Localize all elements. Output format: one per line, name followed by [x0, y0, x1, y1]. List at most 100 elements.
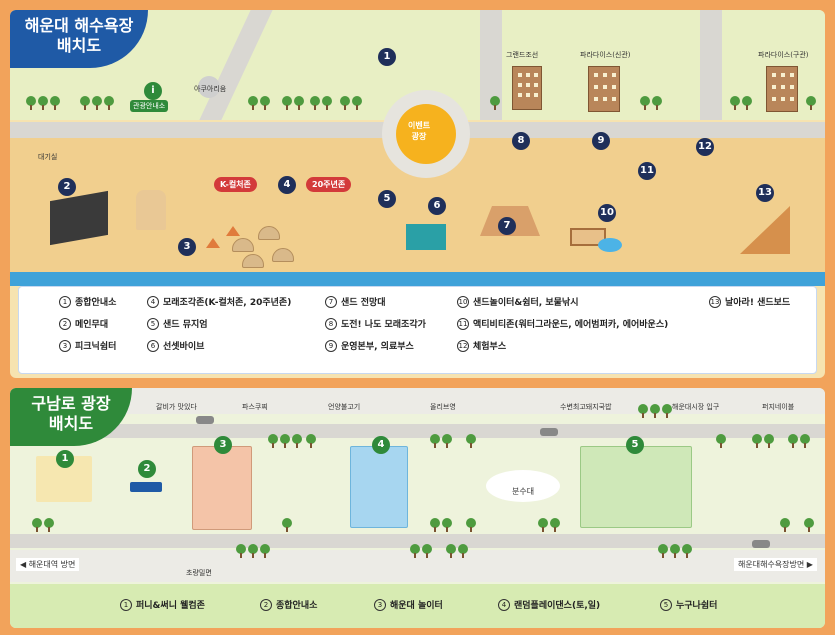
beach-map-panel: 해운대 해수욕장 배치도 이벤트 광장 i 관광안내소 아쿠아리움 그랜드조선 …	[10, 10, 825, 378]
store-label: 올리브영	[430, 403, 456, 411]
sea	[10, 272, 825, 286]
tree-icon	[38, 96, 48, 110]
tree-icon	[806, 96, 816, 110]
tree-icon	[80, 96, 90, 110]
tree-icon	[92, 96, 102, 110]
legend-number: 11	[457, 317, 469, 330]
fountain	[486, 470, 560, 502]
marker-2: 2	[58, 178, 76, 196]
legend-number: 5	[660, 598, 672, 611]
tree-icon	[294, 96, 304, 110]
tent-icon	[206, 238, 220, 248]
legend-number: 10	[457, 295, 469, 308]
legend-text: 종합안내소	[276, 601, 318, 611]
store-label: 언양불고기	[328, 403, 361, 411]
marker-11: 11	[638, 162, 656, 180]
tree-icon	[280, 434, 290, 448]
marker-13: 13	[756, 184, 774, 202]
tree-icon	[650, 404, 660, 418]
gunamro-map-panel: 구남로 광장 배치도 갈비가 맛있다 파스쿠찌 언양불고기 올리브영 수변최고돼…	[10, 388, 825, 628]
tree-icon	[236, 544, 246, 558]
random-dance-zone	[350, 446, 408, 528]
grand-joseon-building	[512, 66, 542, 110]
legend-number: 1	[59, 295, 71, 308]
event-plaza	[396, 104, 456, 164]
gunamro-map-title-line1: 구남로 광장	[31, 394, 111, 413]
tourist-info-label: 관광안내소	[130, 100, 169, 112]
marker-6: 6	[428, 197, 446, 215]
legend-number: 6	[147, 339, 159, 352]
legend-number: 9	[325, 339, 337, 352]
store-label: 해운대시장 입구	[672, 403, 720, 411]
legend-text: 피크닉쉼터	[75, 342, 117, 352]
picnic-dome-icon	[258, 226, 280, 240]
direction-beach: 해운대해수욕장방면 ▶	[734, 558, 817, 571]
marker-1: 1	[56, 450, 74, 468]
tree-icon	[752, 434, 762, 448]
picnic-dome-icon	[272, 248, 294, 262]
tree-icon	[788, 434, 798, 448]
road	[700, 10, 722, 120]
tree-icon	[764, 434, 774, 448]
anniversary-zone-tag: 20주년존	[306, 177, 352, 192]
legend-text: 운영본부, 의료부스	[341, 342, 414, 352]
legend-text: 메인무대	[75, 320, 109, 330]
tree-icon	[638, 404, 648, 418]
marker-4: 4	[372, 436, 390, 454]
beach-map-title-line2: 배치도	[56, 36, 102, 55]
playground-zone	[192, 446, 252, 530]
tree-icon	[662, 404, 672, 418]
legend-text: 퍼니&써니 웰컴존	[136, 601, 205, 611]
paradise-old-building	[766, 66, 798, 112]
marker-3: 3	[178, 238, 196, 256]
marker-12: 12	[696, 138, 714, 156]
tree-icon	[682, 544, 692, 558]
aquarium-label: 아쿠아리움	[194, 85, 227, 93]
marker-5: 5	[626, 436, 644, 454]
tree-icon	[248, 544, 258, 558]
waiting-room-label: 대기실	[38, 153, 58, 161]
tree-icon	[442, 434, 452, 448]
legend-number: 12	[457, 339, 469, 352]
street	[10, 424, 825, 438]
tree-icon	[422, 544, 432, 558]
legend-number: 8	[325, 317, 337, 330]
tree-icon	[340, 96, 350, 110]
store-label: 퍼지네이블	[762, 403, 795, 411]
tree-icon	[466, 434, 476, 448]
tree-icon	[550, 518, 560, 532]
picnic-dome-icon	[242, 254, 264, 268]
legend-text: 해운대 놀이터	[390, 601, 443, 611]
legend-number: 13	[709, 295, 721, 308]
legend-number: 1	[120, 598, 132, 611]
direction-station: ◀ 해운대역 방면	[16, 558, 80, 571]
tree-icon	[104, 96, 114, 110]
sunset-vibe-booth	[406, 224, 446, 250]
store-label: 초량밀면	[186, 569, 212, 577]
tree-icon	[442, 518, 452, 532]
tree-icon	[352, 96, 362, 110]
tree-icon	[282, 96, 292, 110]
info-icon: i	[144, 82, 162, 100]
legend-item: 9 운영본부, 의료부스	[325, 339, 414, 352]
tree-icon	[32, 518, 42, 532]
event-plaza-label: 이벤트 광장	[408, 120, 430, 142]
tree-icon	[410, 544, 420, 558]
store-label: 파스쿠찌	[242, 403, 268, 411]
tree-icon	[780, 518, 790, 532]
legend-item: 1 퍼니&써니 웰컴존	[120, 598, 205, 611]
marker-8: 8	[512, 132, 530, 150]
marker-3: 3	[214, 436, 232, 454]
street	[10, 534, 825, 548]
sand-playground	[570, 228, 606, 246]
